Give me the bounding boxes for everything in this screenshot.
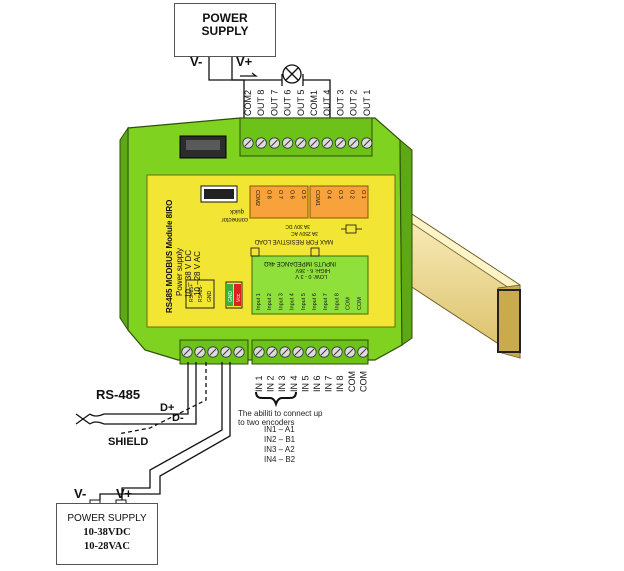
input-column-label: Input 8 [334, 293, 340, 310]
rs485-terminal-block [185, 279, 243, 309]
max-load-1: MAX FOR RESISTIVE LOAD [254, 238, 333, 244]
output-terminal-label: OUT 8 [256, 90, 266, 116]
input-column-label: Input 4 [290, 293, 296, 310]
output-terminal-label: OUT 5 [296, 90, 306, 116]
relay-label: COM1 [314, 190, 320, 206]
relay-block: COM2 O 8 O 7 O 6 O 5 COM1 O 4 O 3 O 2 O 1 [249, 185, 369, 219]
output-terminal-label: OUT 6 [283, 90, 293, 116]
encoder-note-line2: to two encoders [238, 418, 295, 427]
top-terminal-screws [242, 137, 373, 149]
encoder-note: The abiliti to connect up to two encoder… [238, 409, 323, 427]
dminus-label: D- [172, 412, 184, 424]
output-terminal-label: OUT 7 [269, 90, 279, 116]
max-load-2: 3A 250V AC [291, 230, 318, 236]
bottom-vplus-label: V+ [116, 486, 133, 501]
input-column-label: Input 3 [278, 293, 284, 310]
relay-label: O 2 [349, 190, 355, 199]
bottom-supply-line1: POWER SUPPLY [67, 513, 147, 524]
module-title: RS485 MODBUS Module 8IRO [165, 200, 174, 313]
input-terminal-label: IN 5 [300, 375, 310, 392]
input-column-label: Input 7 [323, 293, 329, 310]
top-power-supply: POWER SUPPLY [174, 3, 276, 57]
gnd-label-b: GND [228, 291, 234, 303]
relay-label: COM2 [254, 190, 260, 206]
bottom-terminal-screws [181, 346, 369, 358]
encoder-note-line1: The abiliti to connect up [238, 409, 323, 418]
input-column-label: COM [357, 297, 363, 310]
vcc-label: Vcc [236, 293, 242, 302]
relay-label: O 6 [289, 190, 295, 199]
output-terminal-label: OUT 2 [349, 90, 359, 116]
rs485-wiring [75, 362, 231, 500]
bottom-vminus-label: V- [74, 486, 87, 501]
rs485-minus-label: RS485- [198, 285, 204, 302]
input-terminal-label: COM [347, 371, 357, 392]
module-text: RS485 MODBUS Module 8IRO Power supply 10… [165, 200, 336, 313]
supply-line3: 10 –28 V AC [193, 251, 202, 296]
shield-label: SHIELD [108, 436, 149, 448]
relay-label: O 8 [266, 190, 272, 199]
inputs-impedance: INPUTS IMPEDANCE 4kΩ [264, 260, 336, 266]
relay-label: O 5 [300, 190, 306, 199]
input-terminal-label: IN 7 [324, 375, 334, 392]
encoder-pairs: IN1 – A1 IN2 – B1 IN3 – A2 IN4 – B2 [264, 425, 295, 465]
lamp-icon [282, 64, 302, 84]
top-supply-line1: POWER [202, 11, 248, 25]
input-column-label: Input 2 [267, 293, 273, 310]
rs485-plus-label: RS485+ [189, 284, 195, 302]
bottom-power-supply: POWER SUPPLY 10-38VDC 10-28VAC [56, 503, 158, 565]
dplus-label: D+ [160, 402, 175, 414]
rs485-label: RS-485 [96, 387, 141, 402]
supply-line2: 10 – 38 V DC [184, 250, 193, 298]
quick-connector [200, 185, 238, 203]
inputs-low: LOW: 0 - 3 V [295, 273, 327, 279]
input-terminal-label: COM [358, 371, 368, 392]
bottom-supply-line3: 10-28VAC [84, 541, 130, 552]
relay-label: O 3 [337, 190, 343, 199]
input-terminal-label: IN 4 [289, 375, 299, 392]
output-terminal-label: OUT 4 [322, 90, 332, 116]
gnd-label-a: GND [207, 291, 213, 303]
quick-label-2: connector [222, 216, 248, 222]
encoder-pair: IN2 – B1 [264, 435, 296, 444]
top-supply-line2: SUPPLY [201, 24, 249, 38]
input-terminal-label: IN 2 [266, 375, 276, 392]
encoder-pair: IN3 – A2 [264, 445, 295, 454]
top-vminus-label: V- [190, 54, 203, 69]
inputs-block: Input 1 Input 2 Input 3 Input 4 Input 5 Input… [251, 255, 369, 315]
relay-label: O 1 [360, 190, 366, 199]
din-rail [391, 204, 521, 359]
input-column-label: Input 5 [301, 293, 307, 310]
input-column-label: Input 1 [256, 293, 262, 310]
encoder-brace [255, 391, 297, 408]
input-terminal-label: IN 8 [335, 375, 345, 392]
relay-symbols [250, 224, 362, 257]
input-column-label: COM [346, 297, 352, 310]
input-terminal-label: IN 1 [254, 375, 264, 392]
relay-label: O 7 [277, 190, 283, 199]
top-vplus-label: V+ [236, 54, 253, 69]
max-load-3: 3A 30V DC [285, 223, 310, 229]
output-terminal-label: COM2 [243, 90, 253, 116]
inputs-high: HIGH: 6 - 36V [295, 267, 330, 273]
supply-line1: Power supply [175, 248, 184, 296]
input-terminal-label: IN 3 [277, 375, 287, 392]
input-column-label: Input 6 [312, 293, 318, 310]
quick-label-1: quick [229, 208, 244, 214]
encoder-pair: IN1 – A1 [264, 425, 295, 434]
output-terminal-label: COM1 [309, 90, 319, 116]
relay-label: O 4 [326, 190, 332, 199]
output-terminal-label: OUT 3 [335, 90, 345, 116]
input-terminal-label: IN 6 [312, 375, 322, 392]
bottom-supply-line2: 10-38VDC [83, 527, 131, 538]
output-terminal-label: OUT 1 [362, 90, 372, 116]
encoder-pair: IN4 – B2 [264, 455, 296, 464]
